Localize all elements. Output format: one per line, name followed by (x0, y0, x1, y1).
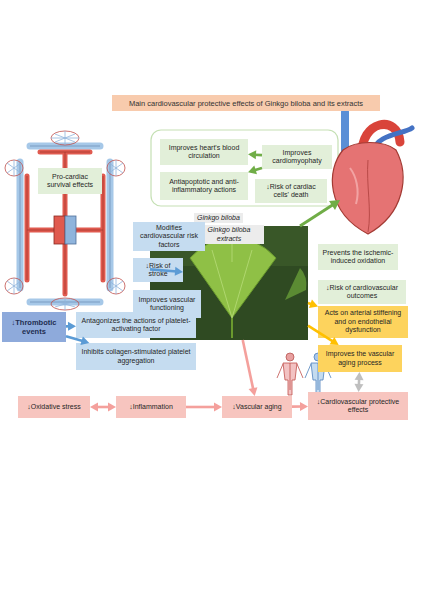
node-text: Acts on arterial stiffening and on endot… (321, 309, 405, 334)
effect-box: Improves cardiomyophaty (262, 145, 332, 169)
vascular-box: ↓Risk of stroke (133, 258, 183, 282)
arrow-head (330, 337, 339, 345)
connector-line (254, 168, 262, 171)
connector-line (358, 378, 361, 386)
connector-line (308, 326, 334, 342)
node-text: Antagonizes the actions of platelet-acti… (79, 317, 193, 334)
connector-line (243, 340, 254, 390)
aging-box: Acts on arterial stiffening and on endot… (318, 306, 408, 338)
connector-line (96, 406, 110, 409)
arrow-head (214, 403, 222, 412)
connector-line (292, 405, 302, 408)
node-text: Modifies cardiovascular risk factors (136, 224, 202, 249)
thrombosis-box: ↓Thrombotic events (2, 312, 66, 342)
effect-box: Improves heart's blood circulation (160, 139, 248, 165)
node-text: Improves heart's blood circulation (163, 144, 245, 161)
pathway-box: ↓Inflammation (116, 396, 186, 418)
node-text: Improves the vascular aging process (321, 350, 399, 367)
node-text: ↓Risk of cardiac cells' death (258, 183, 324, 200)
connector-arrow (90, 403, 116, 412)
connector-arrow (354, 372, 363, 392)
effect-box: Antiapoptotic and anti-inflammatory acti… (160, 172, 248, 200)
heart-arrow (300, 200, 340, 226)
node-text: Antiapoptotic and anti-inflammatory acti… (163, 178, 245, 195)
effect-box: ↓Risk of cardiac cells' death (255, 179, 327, 203)
node-text: Prevents the ischemic-induced oxidation (321, 249, 395, 266)
connector-arrow (308, 326, 339, 345)
connector-arrow (66, 322, 76, 331)
pathway-box: ↓Oxidative stress (18, 396, 90, 418)
vascular-box: Antagonizes the actions of platelet-acti… (76, 312, 196, 338)
arrow-head (90, 403, 98, 412)
arrow-head (248, 166, 257, 175)
arrow-head (175, 267, 183, 276)
circulatory-system (5, 131, 125, 310)
node-text: ↓Vascular aging (232, 403, 281, 411)
connector-arrow (308, 300, 318, 309)
node-text: ↓Risk of cardiovascular outcomes (321, 284, 403, 301)
aging-box: Improves the vascular aging process (318, 345, 402, 372)
node-text: ↓Inflammation (129, 403, 173, 411)
effect-box: Pro-cardiac survival effects (38, 168, 102, 194)
arrow-head (354, 384, 363, 392)
connector-arrow (243, 340, 258, 396)
node-text: Inhibits collagen-stimulated platelet ag… (79, 348, 193, 365)
arrow-head (80, 336, 89, 345)
pathway-box: ↓Vascular aging (222, 396, 292, 418)
connector-arrow (292, 402, 308, 411)
connector-arrow (248, 150, 262, 159)
effect-box: Prevents the ischemic-induced oxidation (318, 244, 398, 270)
connector-line (66, 336, 84, 341)
node-text: ↓Cardiovascular protective effects (311, 398, 405, 415)
connector-line (150, 269, 177, 271)
node-text: ↓Risk of stroke (136, 262, 180, 279)
connector-arrow (186, 403, 222, 412)
node-text: Improves vascular functioning (136, 296, 198, 313)
connector-line (66, 325, 70, 328)
connector-arrow (66, 336, 89, 345)
heart-illustration (332, 112, 412, 234)
arrow-head (248, 150, 256, 159)
arrow-head (249, 387, 258, 396)
arrow-head (300, 402, 308, 411)
connector-line (254, 153, 262, 156)
arrow-head (309, 300, 318, 309)
connector-line (308, 303, 312, 305)
group-outline (151, 130, 338, 206)
node-text: Pro-cardiac survival effects (41, 173, 99, 190)
vascular-box: Modifies cardiovascular risk factors (133, 222, 205, 251)
diagram-title: Main cardiovascular protective effects o… (112, 95, 380, 111)
arrow-head (108, 403, 116, 412)
connector-arrow (150, 267, 183, 276)
connector-line (186, 406, 216, 409)
effect-box: ↓Risk of cardiovascular outcomes (318, 280, 406, 304)
connector-arrow (248, 166, 262, 175)
arrow-head (68, 322, 76, 331)
node-text: ↓Oxidative stress (27, 403, 80, 411)
node-text: ↓Thrombotic events (5, 318, 63, 336)
node-text: Improves cardiomyophaty (265, 149, 329, 166)
pathway-box: ↓Cardiovascular protective effects (308, 392, 408, 420)
arrow-head (355, 372, 364, 380)
vascular-box: Inhibits collagen-stimulated platelet ag… (76, 343, 196, 370)
